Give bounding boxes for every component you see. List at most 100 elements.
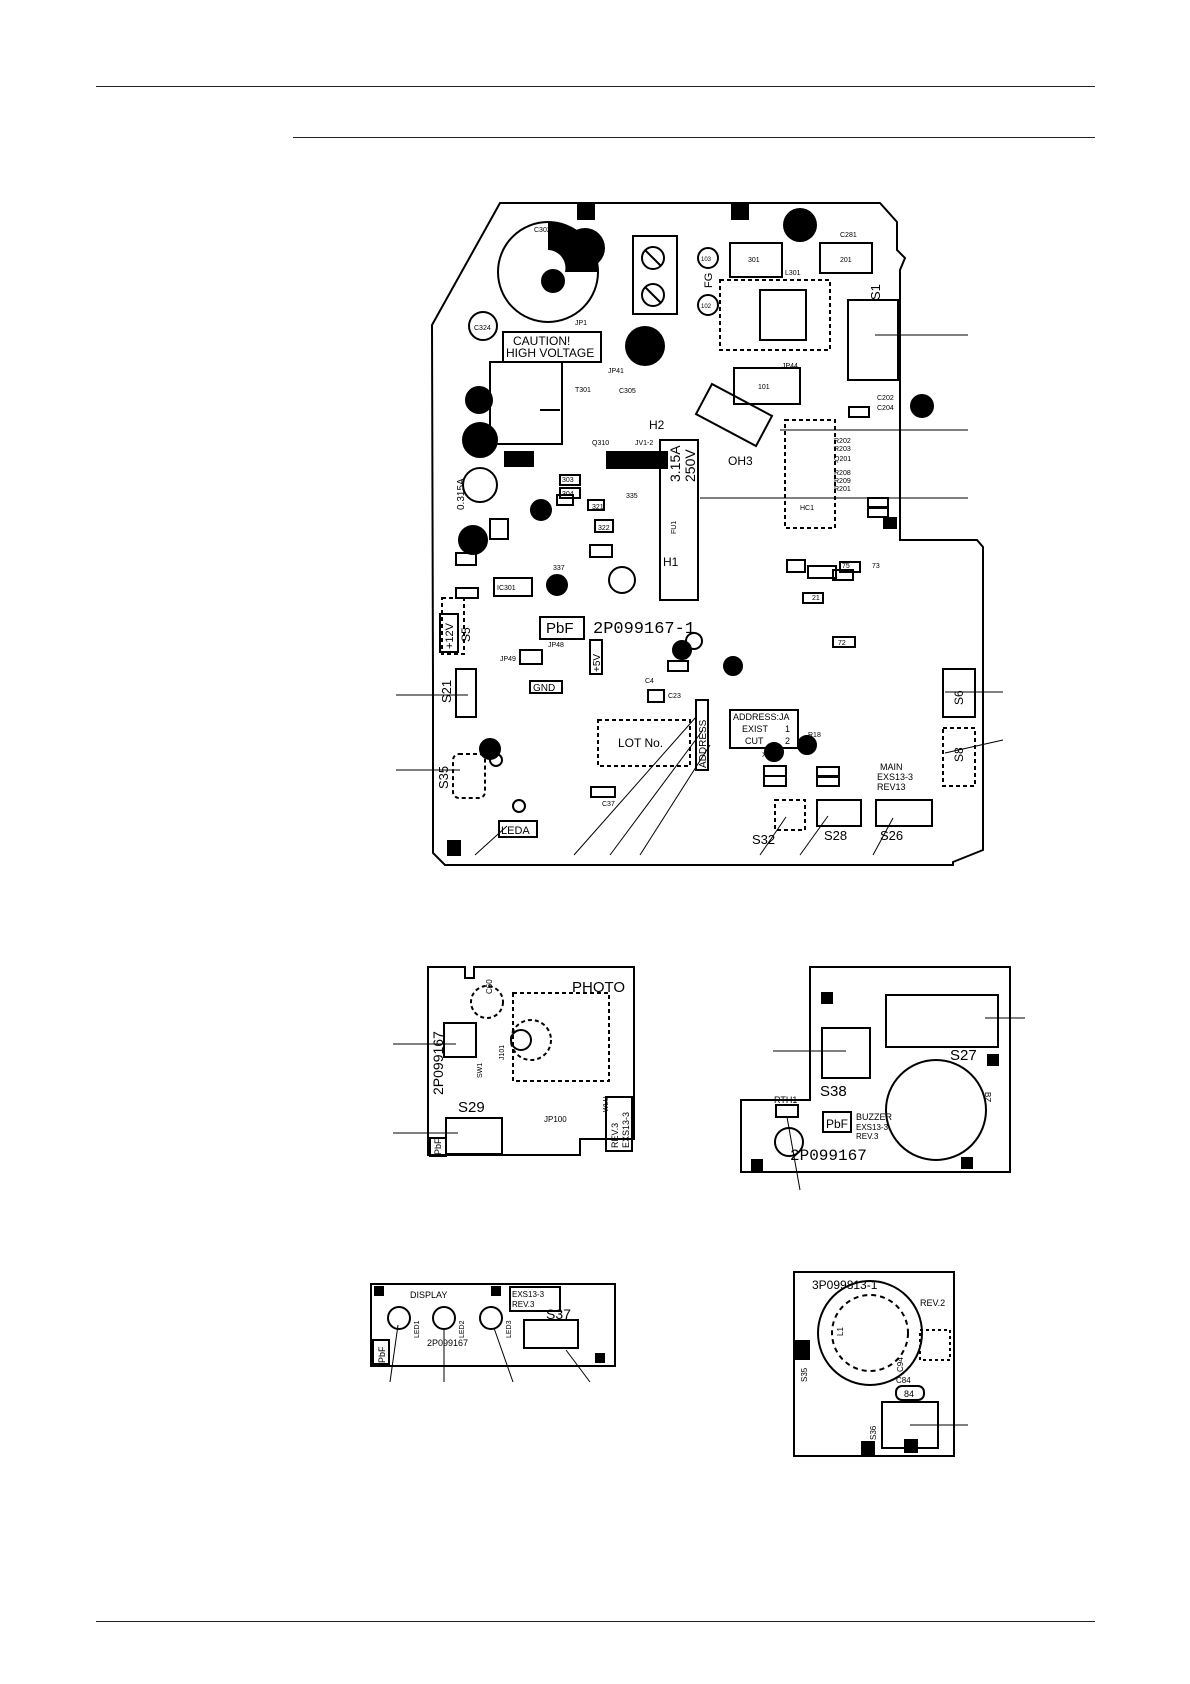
photo-board-outline bbox=[427, 966, 635, 1156]
buzzer-pbf-box bbox=[822, 1111, 852, 1133]
capacitor bbox=[462, 422, 498, 458]
switch-sw1 bbox=[443, 1022, 477, 1058]
mount-tab bbox=[491, 1286, 501, 1296]
photo-pbf: PbF bbox=[433, 1138, 443, 1155]
comp-fu1: FU1 bbox=[671, 521, 678, 534]
photo-lens bbox=[510, 1019, 552, 1061]
lot-no-label: LOT No. bbox=[618, 736, 663, 750]
photo-rev-box bbox=[605, 1096, 633, 1152]
comp-hic1: HC1 bbox=[800, 505, 814, 512]
address-box-title: ADDRESS:JA bbox=[733, 712, 790, 722]
mount-tab bbox=[577, 202, 595, 220]
capacitor bbox=[685, 632, 703, 650]
c60-circle bbox=[470, 985, 504, 1019]
resistor-box bbox=[559, 487, 581, 499]
gnd-box bbox=[529, 680, 563, 694]
led3 bbox=[479, 1306, 503, 1330]
main-rev2: REV13 bbox=[877, 782, 906, 792]
photo-board bbox=[427, 966, 635, 1157]
sensor-part-number: 3P099813-1 bbox=[812, 1278, 878, 1292]
resistor-box bbox=[763, 765, 787, 777]
part-301 bbox=[729, 242, 783, 278]
display-rev-box bbox=[509, 1286, 561, 1312]
connector-s35 bbox=[452, 753, 486, 799]
pbf-box bbox=[539, 616, 585, 640]
mount-tab bbox=[821, 992, 833, 1004]
comp-r18: C4 bbox=[645, 678, 654, 685]
buzzer-rev1: EXS13-3 bbox=[856, 1123, 889, 1132]
s21-label: S21 bbox=[439, 680, 454, 703]
comp-336: 335 bbox=[626, 493, 638, 500]
capacitor bbox=[530, 499, 552, 521]
sensor-s36: S36 bbox=[869, 1425, 878, 1440]
resistor-box bbox=[455, 587, 479, 599]
sensor-board-outline bbox=[793, 1271, 955, 1457]
capacitor bbox=[546, 574, 568, 596]
resistor-box bbox=[763, 775, 787, 787]
gnd-label: GND bbox=[533, 683, 555, 694]
connector-s8 bbox=[942, 727, 976, 787]
s5-label: S5 bbox=[459, 627, 473, 642]
connector-s5 bbox=[441, 597, 465, 655]
black-blob bbox=[565, 228, 605, 268]
rth1-box bbox=[775, 1104, 799, 1118]
photo-sensor bbox=[512, 992, 610, 1082]
capacitor bbox=[458, 525, 488, 555]
comp-xt1: C23 bbox=[668, 693, 681, 700]
comp-304: 304 bbox=[562, 491, 574, 498]
photo-part-number: 2P099167 bbox=[430, 1031, 446, 1095]
photo-leader-lines bbox=[393, 1043, 458, 1134]
resistor-box bbox=[594, 519, 614, 533]
comp-335: 322 bbox=[598, 525, 610, 532]
buzzer-pbf: PbF bbox=[826, 1117, 848, 1131]
screw-slot bbox=[644, 286, 662, 304]
buzzer-bz: BZ bbox=[983, 1092, 992, 1102]
mount-tab bbox=[987, 1054, 999, 1066]
s6-label: S6 bbox=[952, 690, 966, 705]
resistor-box bbox=[816, 775, 840, 787]
h3-label: OH3 bbox=[728, 454, 753, 468]
fuse-small-rating: 0.315A bbox=[456, 478, 467, 510]
part-201 bbox=[819, 242, 873, 274]
part-102 bbox=[697, 294, 719, 316]
comp-jp41: JP41 bbox=[608, 368, 624, 375]
capacitor bbox=[608, 566, 636, 594]
leda-box bbox=[498, 820, 538, 838]
display-board bbox=[370, 1283, 616, 1367]
address-cut: CUT bbox=[745, 736, 764, 746]
display-rev1: EXS13-3 bbox=[512, 1290, 545, 1299]
comp-21: 21 bbox=[812, 595, 820, 602]
main-label: MAIN bbox=[880, 762, 903, 772]
connector-s38 bbox=[821, 1027, 871, 1079]
connector-s1 bbox=[847, 299, 899, 381]
sensor-element bbox=[817, 1280, 923, 1386]
display-pbf: PbF bbox=[377, 1346, 387, 1363]
photo-s29: S29 bbox=[458, 1099, 485, 1116]
mount-tab bbox=[595, 1353, 605, 1363]
comp-ic301: IC301 bbox=[497, 585, 516, 592]
mount-tab bbox=[883, 517, 897, 529]
resistor-box bbox=[839, 561, 861, 573]
c84-box bbox=[895, 1385, 925, 1401]
comp-fb1: JP48 bbox=[548, 642, 564, 649]
buzzer-board-outline bbox=[740, 966, 1011, 1173]
sensor-block bbox=[504, 451, 534, 467]
capacitor bbox=[764, 742, 784, 762]
capacitor bbox=[910, 394, 934, 418]
resistor-box bbox=[867, 506, 889, 518]
sensor-s35: S35 bbox=[800, 1367, 809, 1382]
buzzer-board bbox=[740, 966, 1011, 1173]
terminal-block bbox=[632, 235, 678, 315]
comp-c302: C302 bbox=[534, 227, 551, 234]
address-box bbox=[729, 709, 799, 749]
mount-tab bbox=[751, 1159, 763, 1171]
comp-c9: XT1 bbox=[762, 752, 775, 759]
display-part-number: 2P099167 bbox=[427, 1338, 468, 1348]
buzzer-s27: S27 bbox=[950, 1047, 977, 1064]
comp-r208: R208 bbox=[834, 470, 851, 477]
mount-tab bbox=[731, 202, 749, 220]
xt1 bbox=[647, 689, 665, 703]
s1-label: S1 bbox=[868, 284, 883, 300]
photo-j101: J101 bbox=[499, 1045, 506, 1060]
